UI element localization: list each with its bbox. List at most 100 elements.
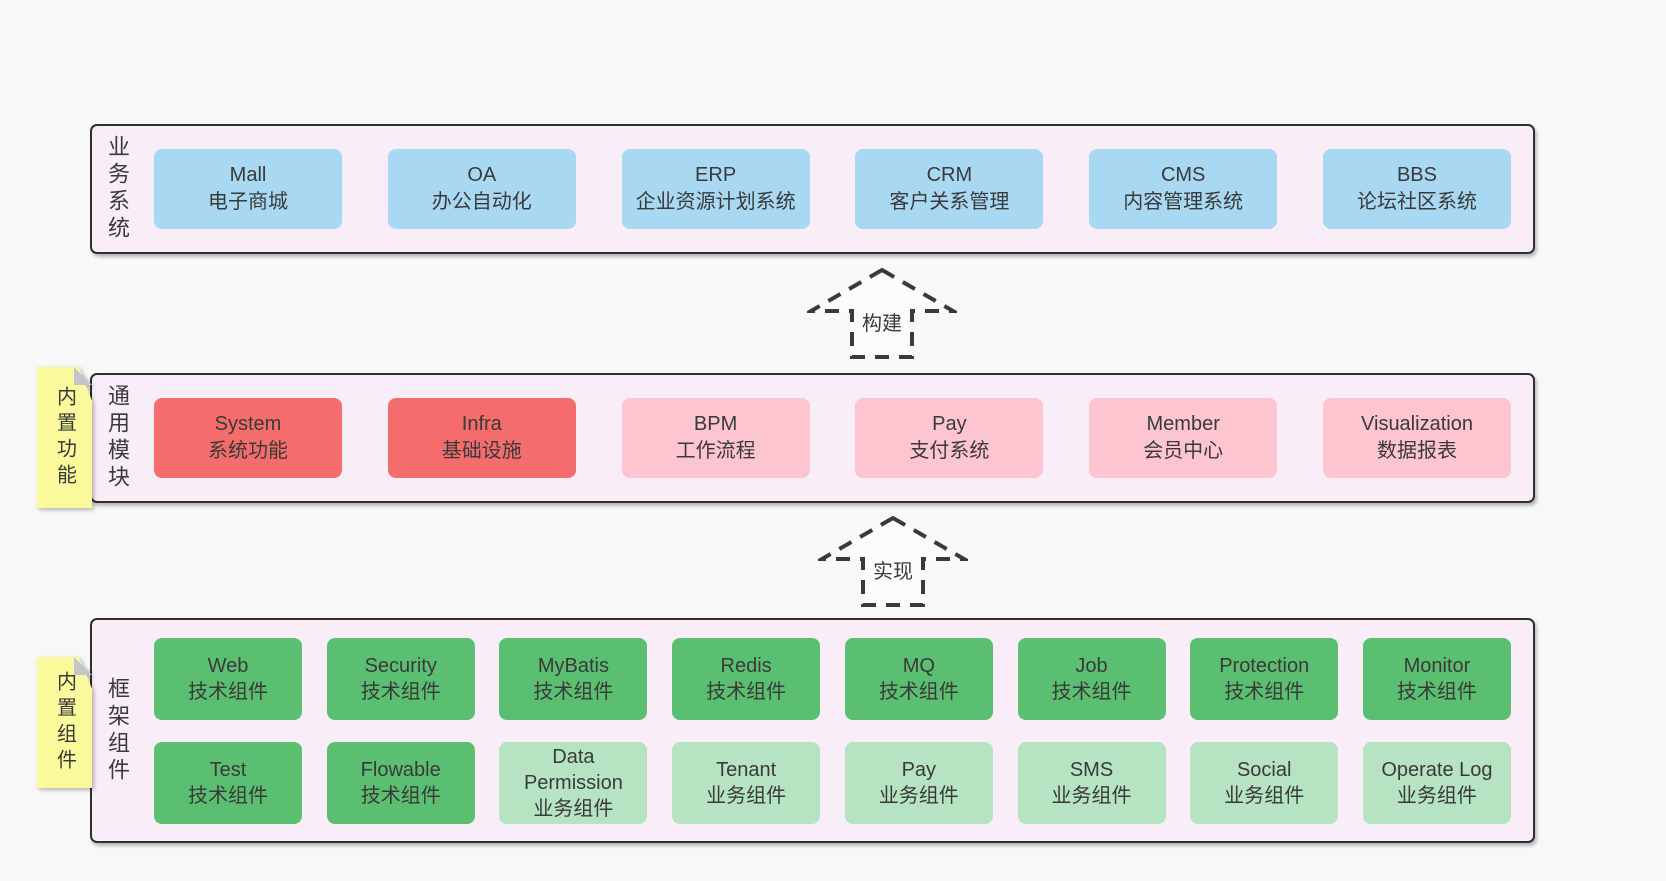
card-tenant: Tenant 业务组件 [672, 741, 821, 824]
card-web-subtitle: 技术组件 [188, 680, 268, 703]
module-cards-area: System 系统功能 Infra 基础设施 BPM 工作流程 Pay 支付系统… [154, 398, 1511, 478]
card-crm-subtitle: 客户关系管理 [889, 191, 1010, 213]
card-erp-name: ERP [695, 164, 737, 186]
card-oa: OA 办公自动化 [387, 149, 576, 229]
layer-label-common-modules: 通用模块 [105, 384, 130, 492]
arrow-build: 构建 [807, 267, 957, 361]
card-job-name: Job [1075, 654, 1108, 677]
card-bbs: BBS 论坛社区系统 [1322, 149, 1511, 229]
business-cards-row: Mall 电子商城 OA 办公自动化 ERP 企业资源计划系统 CRM 客户关系… [154, 149, 1511, 229]
card-monitor: Monitor 技术组件 [1362, 637, 1511, 720]
card-cms-name: CMS [1160, 164, 1206, 186]
card-pay-module-name: Pay [932, 413, 967, 435]
card-member-name: Member [1146, 413, 1220, 435]
card-social-subtitle: 业务组件 [1224, 784, 1305, 807]
card-job: Job 技术组件 [1017, 637, 1166, 720]
card-pay-module-subtitle: 支付系统 [909, 440, 990, 462]
arrow-build-label: 构建 [859, 307, 905, 336]
card-infra-subtitle: 基础设施 [441, 440, 522, 462]
card-tenant-subtitle: 业务组件 [706, 784, 787, 807]
card-oa-subtitle: 办公自动化 [431, 191, 532, 213]
card-web-name: Web [207, 654, 249, 677]
card-data-permission-subtitle: 业务组件 [533, 797, 614, 820]
card-crm: CRM 客户关系管理 [855, 149, 1044, 229]
component-cards-area: Web 技术组件 Security 技术组件 MyBatis 技术组件 Redi… [154, 637, 1511, 824]
card-bbs-subtitle: 论坛社区系统 [1356, 191, 1477, 213]
card-mall: Mall 电子商城 [154, 149, 342, 229]
card-protection: Protection 技术组件 [1190, 637, 1339, 720]
card-operate-log: Operate Log 业务组件 [1362, 741, 1511, 824]
sticky-built-in-features-label: 内置功能 [53, 385, 76, 490]
card-monitor-subtitle: 技术组件 [1396, 680, 1477, 703]
module-cards-row: System 系统功能 Infra 基础设施 BPM 工作流程 Pay 支付系统… [154, 398, 1511, 478]
card-social-name: Social [1236, 758, 1292, 781]
card-visualization: Visualization 数据报表 [1322, 398, 1511, 478]
card-redis: Redis 技术组件 [672, 637, 821, 720]
card-test-name: Test [209, 758, 247, 781]
card-redis-subtitle: 技术组件 [706, 680, 787, 703]
card-infra-name: Infra [461, 413, 502, 435]
arrow-implement-label: 实现 [870, 555, 916, 584]
layer-business-systems: 业务系统 Mall 电子商城 OA 办公自动化 ERP 企业资源计划系统 CRM… [90, 124, 1535, 254]
card-security-subtitle: 技术组件 [360, 680, 441, 703]
card-bpm-name: BPM [693, 413, 738, 435]
sticky-built-in-features: 内置功能 [37, 367, 92, 508]
card-protection-subtitle: 技术组件 [1224, 680, 1305, 703]
card-system: System 系统功能 [154, 398, 342, 478]
layer-label-business-systems: 业务系统 [105, 135, 130, 243]
card-test: Test 技术组件 [154, 741, 302, 824]
card-protection-name: Protection [1219, 654, 1310, 677]
card-sms: SMS 业务组件 [1017, 741, 1166, 824]
card-security-name: Security [364, 654, 437, 677]
card-mall-subtitle: 电子商城 [208, 191, 288, 213]
card-security: Security 技术组件 [326, 637, 475, 720]
business-cards-area: Mall 电子商城 OA 办公自动化 ERP 企业资源计划系统 CRM 客户关系… [154, 149, 1511, 229]
card-operate-log-subtitle: 业务组件 [1396, 784, 1477, 807]
card-cms-subtitle: 内容管理系统 [1123, 191, 1244, 213]
card-bpm-subtitle: 工作流程 [675, 440, 756, 462]
card-system-subtitle: 系统功能 [208, 440, 288, 462]
card-pay-component-subtitle: 业务组件 [878, 784, 959, 807]
folded-corner-icon [74, 657, 92, 675]
card-visualization-name: Visualization [1361, 413, 1473, 435]
card-redis-name: Redis [720, 654, 772, 677]
card-erp-subtitle: 企业资源计划系统 [635, 191, 796, 213]
card-data-permission: Data Permission 业务组件 [499, 741, 648, 824]
card-flowable: Flowable 技术组件 [326, 741, 475, 824]
layer-framework-components: 框架组件 Web 技术组件 Security 技术组件 MyBatis 技术组件… [90, 618, 1535, 843]
card-monitor-name: Monitor [1403, 654, 1471, 677]
card-mybatis-name: MyBatis [537, 654, 609, 677]
card-member: Member 会员中心 [1089, 398, 1278, 478]
component-cards-row-2: Test 技术组件 Flowable 技术组件 Data Permission … [154, 741, 1511, 824]
card-mq-subtitle: 技术组件 [878, 680, 959, 703]
card-bbs-name: BBS [1396, 164, 1437, 186]
card-visualization-subtitle: 数据报表 [1376, 440, 1457, 462]
card-mq: MQ 技术组件 [844, 637, 993, 720]
folded-corner-icon [74, 367, 92, 385]
card-sms-subtitle: 业务组件 [1051, 784, 1132, 807]
card-erp: ERP 企业资源计划系统 [621, 149, 810, 229]
layer-label-framework-components: 框架组件 [105, 676, 130, 785]
card-mq-name: MQ [902, 654, 935, 677]
card-pay-module: Pay 支付系统 [855, 398, 1044, 478]
card-tenant-name: Tenant [716, 758, 777, 781]
card-mybatis-subtitle: 技术组件 [533, 680, 614, 703]
sticky-built-in-components: 内置组件 [37, 657, 92, 788]
card-web: Web 技术组件 [154, 637, 302, 720]
card-system-name: System [214, 413, 282, 435]
card-operate-log-name: Operate Log [1381, 758, 1493, 781]
card-data-permission-name: Data Permission [523, 745, 623, 794]
card-social: Social 业务组件 [1190, 741, 1339, 824]
card-crm-name: CRM [926, 164, 973, 186]
card-cms: CMS 内容管理系统 [1089, 149, 1278, 229]
card-infra: Infra 基础设施 [387, 398, 576, 478]
arrow-implement: 实现 [818, 515, 968, 609]
card-bpm: BPM 工作流程 [621, 398, 810, 478]
sticky-built-in-components-label: 内置组件 [53, 670, 76, 775]
card-job-subtitle: 技术组件 [1051, 680, 1132, 703]
card-flowable-name: Flowable [360, 758, 441, 781]
card-flowable-subtitle: 技术组件 [360, 784, 441, 807]
card-pay-component: Pay 业务组件 [844, 741, 993, 824]
component-cards-row-1: Web 技术组件 Security 技术组件 MyBatis 技术组件 Redi… [154, 637, 1511, 720]
